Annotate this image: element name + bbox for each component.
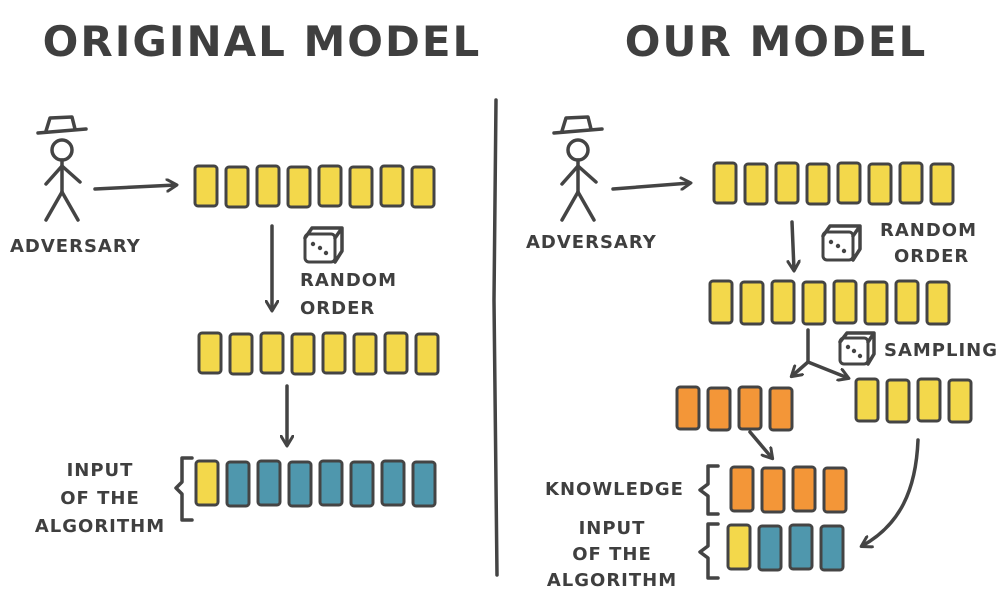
right-knowledge-arrow [748, 430, 772, 458]
right-rest-row [854, 377, 973, 424]
right-input-cell-blue [819, 524, 845, 572]
right-input-row [726, 523, 845, 572]
right-top-cell-yellow [836, 161, 862, 205]
right-sampling-dice-icon [838, 331, 876, 366]
left-shuffled-cell-yellow [352, 332, 378, 376]
right-order-label: ORDER [894, 246, 969, 267]
right-rest-cell-yellow [947, 378, 973, 424]
right-shuffled-cell-yellow [863, 280, 889, 326]
left-shuffled-row [197, 331, 440, 376]
left-shuffled-cell-yellow [228, 332, 254, 376]
left-input-cell-blue [256, 459, 282, 507]
left-top-cell-yellow [224, 165, 250, 209]
left-input-cell-blue [318, 459, 344, 507]
right-adversary-figure [552, 115, 604, 222]
right-rest-cell-yellow [885, 378, 911, 424]
right-shuffled-cell-yellow [801, 280, 827, 326]
panel-divider [492, 98, 499, 577]
right-input-brace [698, 522, 720, 580]
left-input-cell-blue [411, 460, 437, 508]
right-input-label-2: OF THE [572, 544, 652, 565]
right-knowledge-cell-orange [822, 466, 848, 514]
right-knowledge-brace [698, 464, 720, 516]
right-rest-cell-yellow [854, 377, 880, 423]
right-sampling-label: SAMPLING [884, 340, 998, 361]
right-sample-cell-orange [706, 386, 732, 432]
left-input-label-2: OF THE [60, 488, 140, 509]
right-top-cell-yellow [743, 162, 769, 206]
right-sample-cell-orange [737, 385, 763, 431]
right-shuffled-cell-yellow [770, 279, 796, 325]
left-top-cell-yellow [379, 164, 405, 208]
left-top-cell-yellow [410, 165, 436, 209]
left-shuffled-cell-yellow [414, 332, 440, 376]
right-split-left-arrow [792, 360, 810, 376]
left-adversary-arrow [93, 185, 176, 189]
right-shuffled-cell-yellow [925, 280, 951, 326]
right-shuffled-cell-yellow [708, 279, 734, 325]
right-input-cell-blue [788, 523, 814, 571]
right-top-row [712, 161, 955, 206]
left-random-label: RANDOM [300, 270, 397, 291]
left-shuffled-cell-yellow [197, 331, 223, 375]
right-shuffled-row [708, 279, 951, 326]
left-input-cell-blue [225, 460, 251, 508]
right-random-label: RANDOM [880, 220, 977, 241]
left-top-cell-yellow [193, 164, 219, 208]
left-input-cell-yellow [194, 459, 220, 507]
right-input-cell-blue [757, 524, 783, 572]
right-top-cell-yellow [929, 162, 955, 206]
left-order-label: ORDER [300, 298, 375, 319]
right-input-label-3: ALGORITHM [547, 570, 677, 591]
left-top-cell-yellow [317, 164, 343, 208]
right-top-cell-yellow [898, 161, 924, 205]
right-input-arrow [862, 438, 920, 546]
right-shuffled-cell-yellow [739, 280, 765, 326]
right-input-label-1: INPUT [579, 518, 646, 539]
right-knowledge-row [729, 465, 848, 514]
left-top-cell-yellow [286, 165, 312, 209]
right-dice-icon [821, 224, 862, 262]
right-knowledge-cell-orange [791, 465, 817, 513]
left-top-cell-yellow [255, 164, 281, 208]
right-knowledge-cell-orange [760, 466, 786, 514]
left-input-label-1: INPUT [67, 460, 134, 481]
left-adversary-label: ADVERSARY [10, 236, 141, 257]
left-shuffled-cell-yellow [321, 331, 347, 375]
left-input-label-3: ALGORITHM [35, 516, 165, 537]
right-sample-row [675, 385, 794, 432]
left-dice-icon [303, 226, 344, 264]
right-adversary-label: ADVERSARY [526, 232, 657, 253]
left-shuffled-cell-yellow [259, 331, 285, 375]
left-input-cell-blue [287, 460, 313, 508]
right-knowledge-label: KNOWLEDGE [545, 479, 684, 500]
right-sample-cell-orange [675, 385, 701, 431]
left-shuffled-cell-yellow [383, 331, 409, 375]
right-split-right-arrow [806, 360, 848, 378]
left-top-cell-yellow [348, 165, 374, 209]
right-top-cell-yellow [774, 161, 800, 205]
right-adversary-arrow [611, 183, 690, 189]
right-shuffled-cell-yellow [832, 279, 858, 325]
left-top-row [193, 164, 436, 209]
right-top-cell-yellow [805, 162, 831, 206]
right-shuffle-arrow [792, 220, 794, 270]
left-input-cell-blue [380, 459, 406, 507]
right-rest-cell-yellow [916, 377, 942, 423]
right-sample-cell-orange [768, 386, 794, 432]
right-input-cell-yellow [726, 523, 752, 571]
left-adversary-figure [36, 115, 88, 222]
right-top-cell-yellow [867, 162, 893, 206]
left-input-cell-blue [349, 460, 375, 508]
right-knowledge-cell-orange [729, 465, 755, 513]
right-top-cell-yellow [712, 161, 738, 205]
right-title: OUR MODEL [625, 17, 928, 66]
left-shuffled-cell-yellow [290, 332, 316, 376]
right-shuffled-cell-yellow [894, 279, 920, 325]
left-input-brace [174, 456, 194, 522]
left-title: ORIGINAL MODEL [43, 17, 482, 66]
left-input-row [194, 459, 437, 508]
